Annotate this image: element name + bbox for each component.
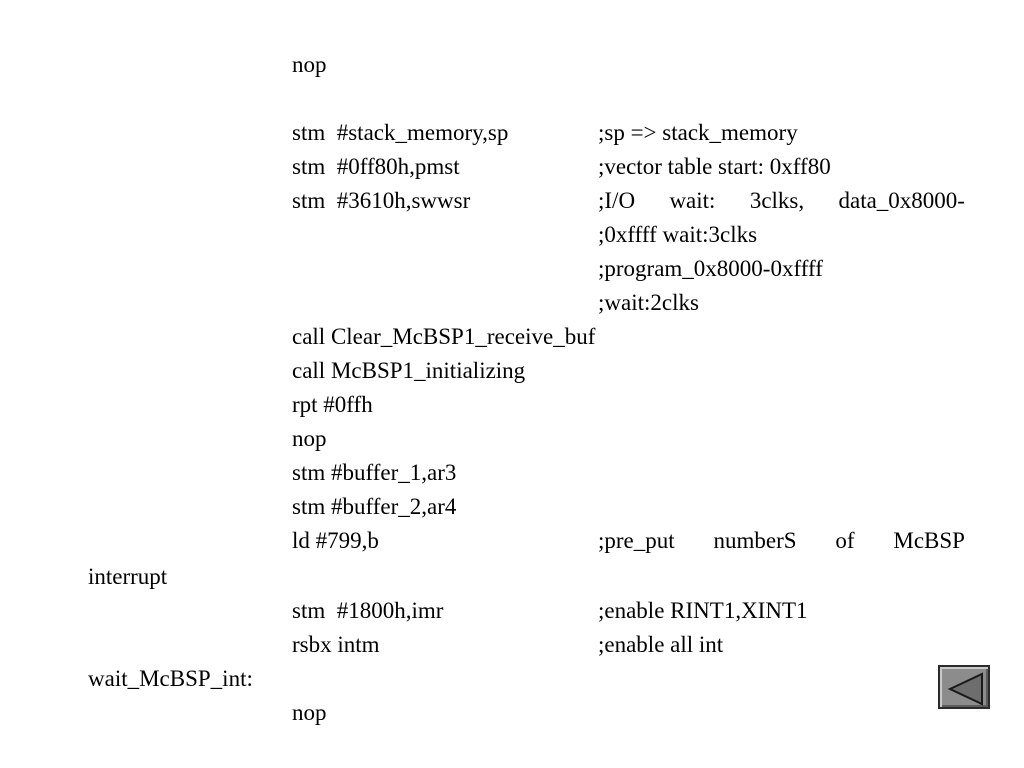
comment-interrupt-wrap: interrupt (88, 564, 168, 589)
comment-wait-2clks: ;wait:2clks (598, 290, 699, 315)
code-line-nop-1: nop (292, 52, 327, 77)
comment-pre-put-word: of (835, 528, 855, 553)
comment-enable-all-int: ;enable all int (598, 632, 724, 657)
code-label-wait: wait_McBSP_int: (88, 666, 253, 691)
code-line-stm-pmst: stm #0ff80h,pmst (292, 154, 460, 179)
comment-io-wait: ;I/O wait: 3clks, data_0x8000- (598, 186, 965, 216)
comment-io-wait-word: 3clks, (749, 188, 805, 213)
code-line-call-init: call McBSP1_initializing (292, 358, 526, 383)
code-line-rpt: rpt #0ffh (292, 392, 373, 417)
code-line-stm-swwsr: stm #3610h,swwsr (292, 188, 471, 213)
code-line-stm-buffer2: stm #buffer_2,ar4 (292, 494, 457, 519)
comment-io-wait-word: ;I/O (598, 188, 636, 213)
comment-pre-put-word: ;pre_put (598, 528, 675, 553)
comment-pre-put-word: McBSP (893, 528, 965, 553)
comment-pre-put-word: numberS (713, 528, 797, 553)
code-line-rsbx: rsbx intm (292, 632, 380, 657)
comment-io-wait-word: data_0x8000- (838, 188, 965, 213)
comment-pre-put: ;pre_put numberS of McBSP (598, 526, 965, 556)
comment-sp: ;sp => stack_memory (598, 120, 798, 145)
back-button[interactable] (938, 665, 990, 709)
code-line-nop-3: nop (292, 700, 327, 725)
comment-0xffff-wait: ;0xffff wait:3clks (598, 222, 758, 247)
code-line-call-clear: call Clear_McBSP1_receive_buf (292, 324, 596, 349)
code-line-stm-stack: stm #stack_memory,sp (292, 120, 509, 145)
code-line-nop-2: nop (292, 426, 327, 451)
code-line-stm-buffer1: stm #buffer_1,ar3 (292, 460, 457, 485)
comment-io-wait-word: wait: (669, 188, 716, 213)
code-line-ld: ld #799,b (292, 528, 379, 553)
comment-vector-table: ;vector table start: 0xff80 (598, 154, 831, 179)
left-triangle-icon (947, 672, 983, 706)
comment-program-range: ;program_0x8000-0xffff (598, 256, 823, 281)
code-line-stm-imr: stm #1800h,imr (292, 598, 444, 623)
comment-enable-rint: ;enable RINT1,XINT1 (598, 598, 808, 623)
